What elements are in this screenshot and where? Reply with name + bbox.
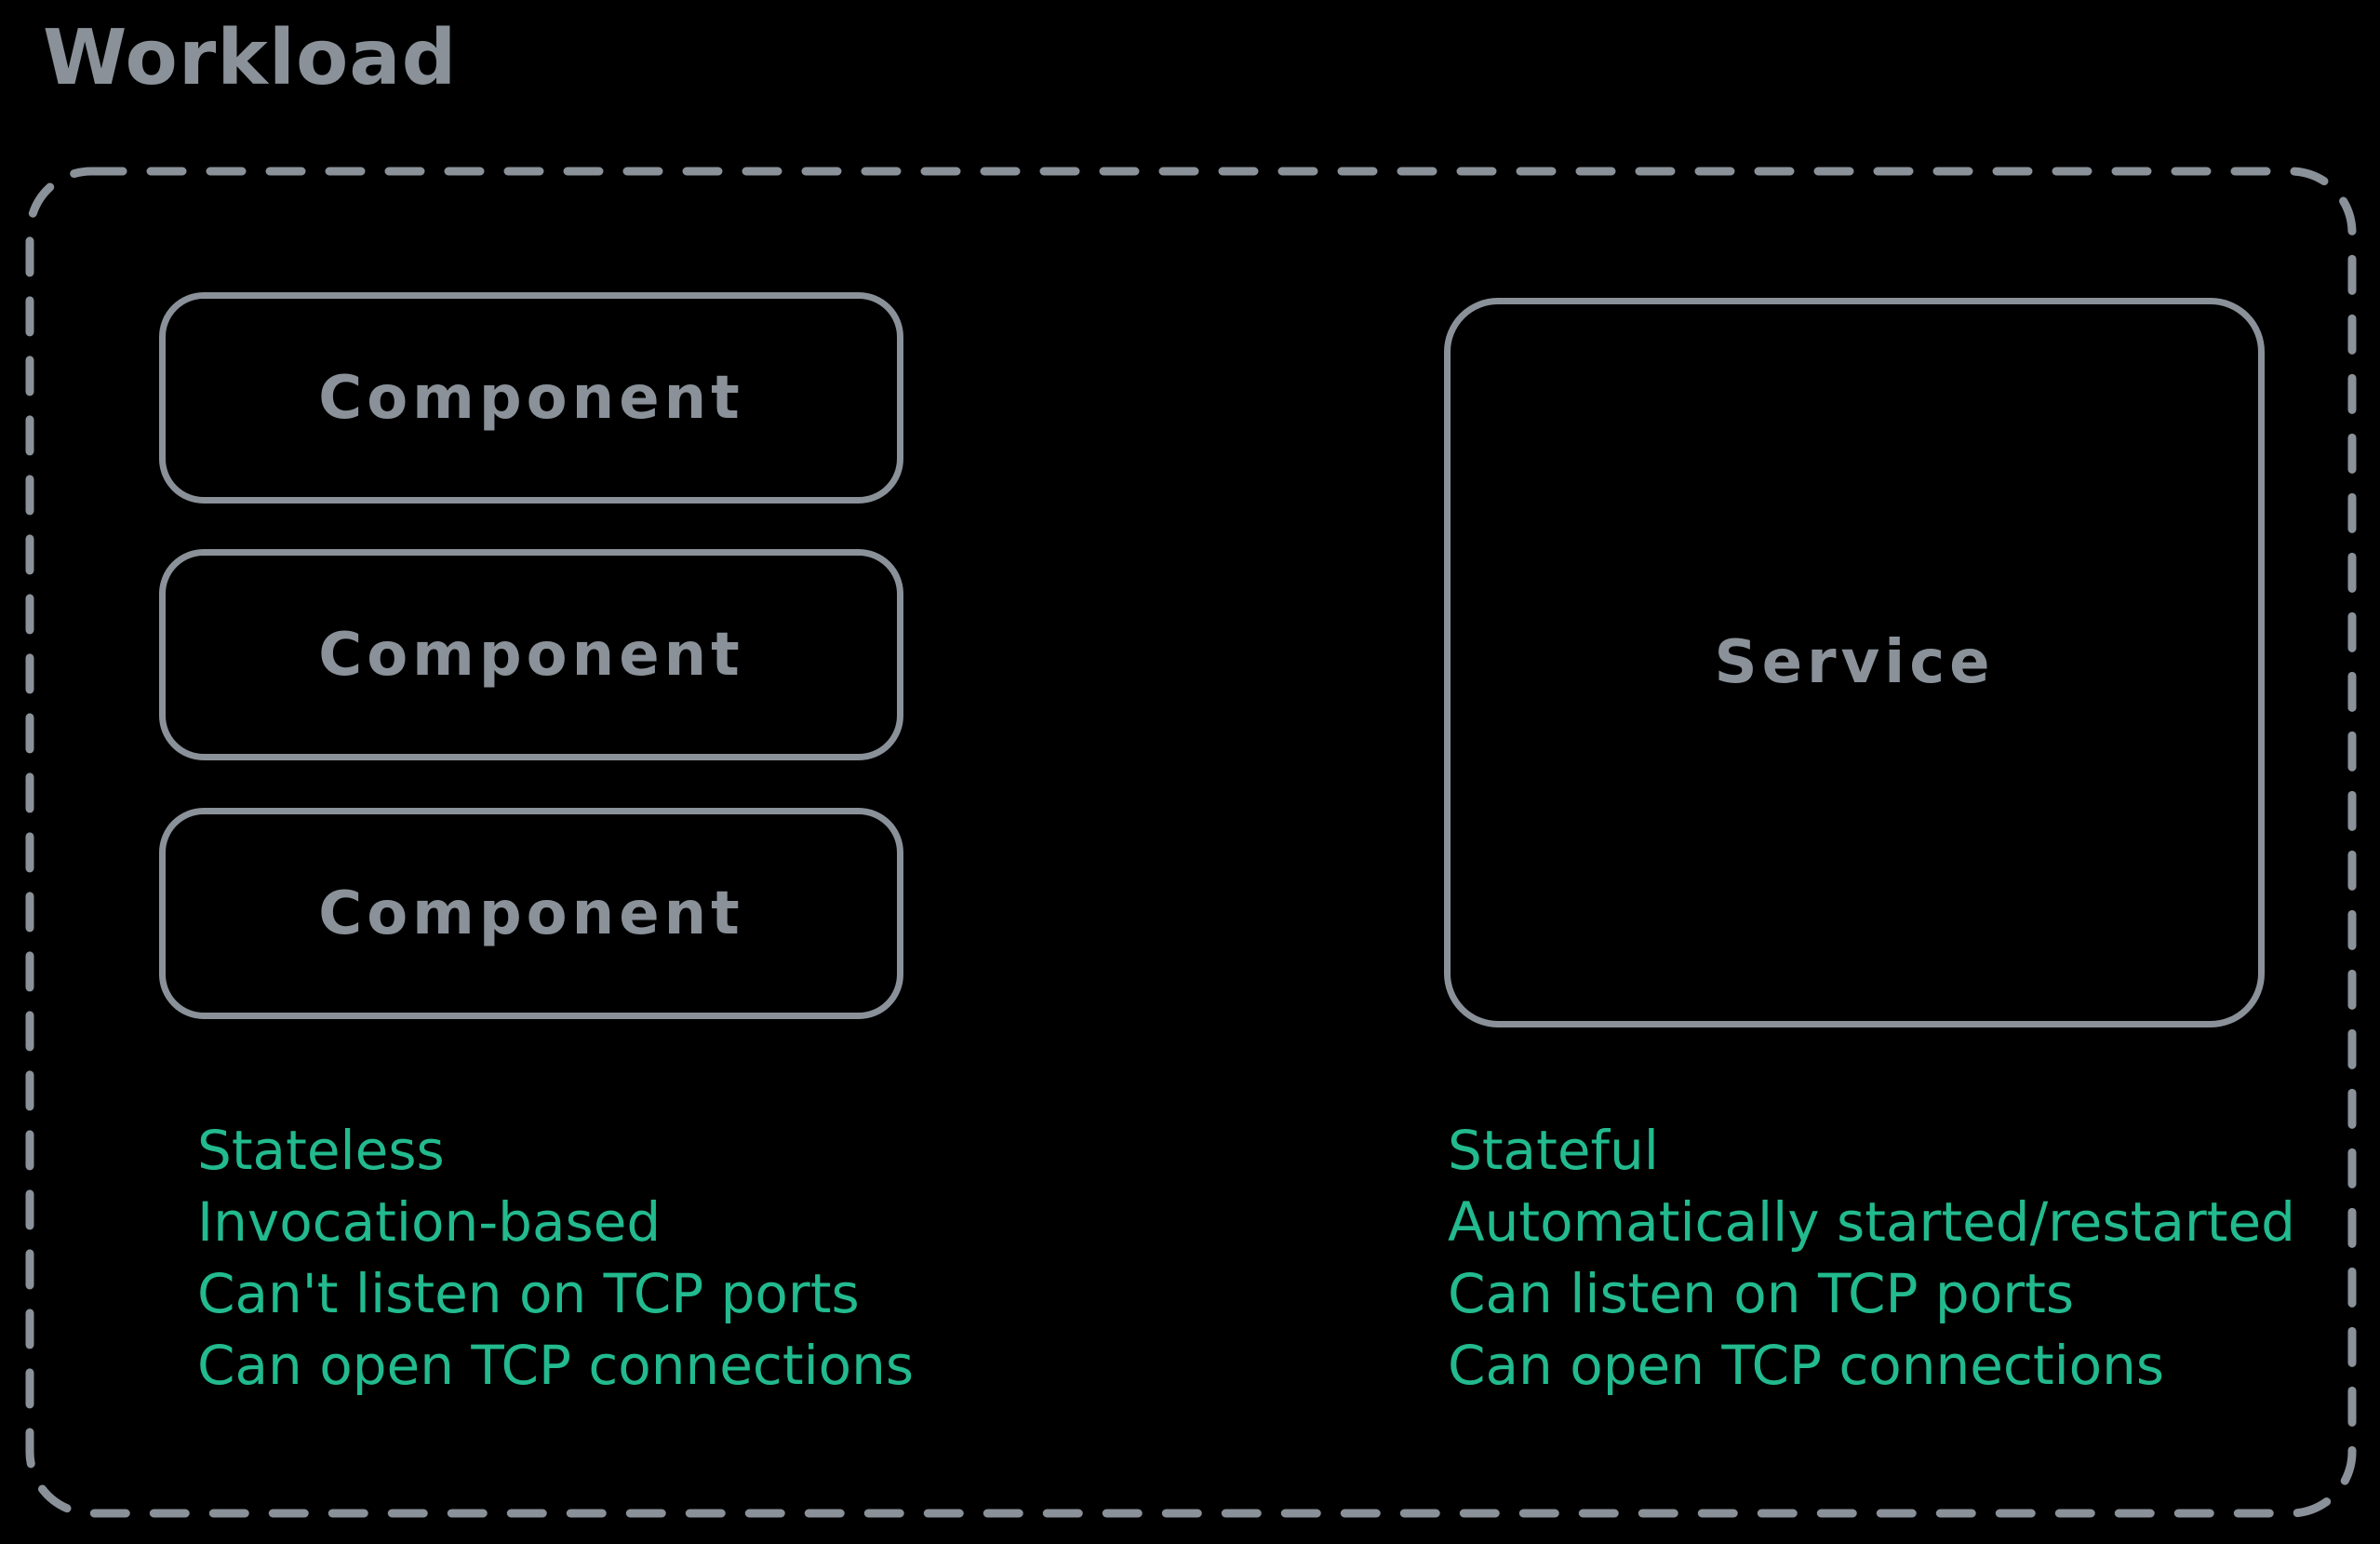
feature-can-open-tcp-left: Can open TCP connections xyxy=(197,1334,915,1397)
component-box-1: Component xyxy=(159,292,903,503)
component-box-3: Component xyxy=(159,808,903,1019)
component-box-2-label: Component xyxy=(318,620,744,690)
feature-auto-started-restarted: Automatically started/restarted xyxy=(1448,1190,2295,1254)
dashed-boundary-rect xyxy=(25,167,2357,1518)
component-box-3-label: Component xyxy=(318,879,744,948)
component-box-1-label: Component xyxy=(318,363,744,433)
workload-title: Workload xyxy=(43,14,458,102)
component-box-2: Component xyxy=(159,549,903,760)
feature-stateless: Stateless xyxy=(197,1119,445,1182)
feature-invocation-based: Invocation-based xyxy=(197,1190,662,1254)
feature-cant-listen-tcp: Can't listen on TCP ports xyxy=(197,1262,860,1325)
feature-can-listen-tcp: Can listen on TCP ports xyxy=(1448,1262,2075,1325)
feature-can-open-tcp-right: Can open TCP connections xyxy=(1448,1334,2165,1397)
service-box-label: Service xyxy=(1714,628,1995,697)
feature-stateful: Stateful xyxy=(1448,1119,1659,1182)
component-feature-list: Stateless Invocation-based Can't listen … xyxy=(197,1115,914,1402)
service-box: Service xyxy=(1444,298,2265,1027)
service-feature-list: Stateful Automatically started/restarted… xyxy=(1448,1115,2295,1402)
